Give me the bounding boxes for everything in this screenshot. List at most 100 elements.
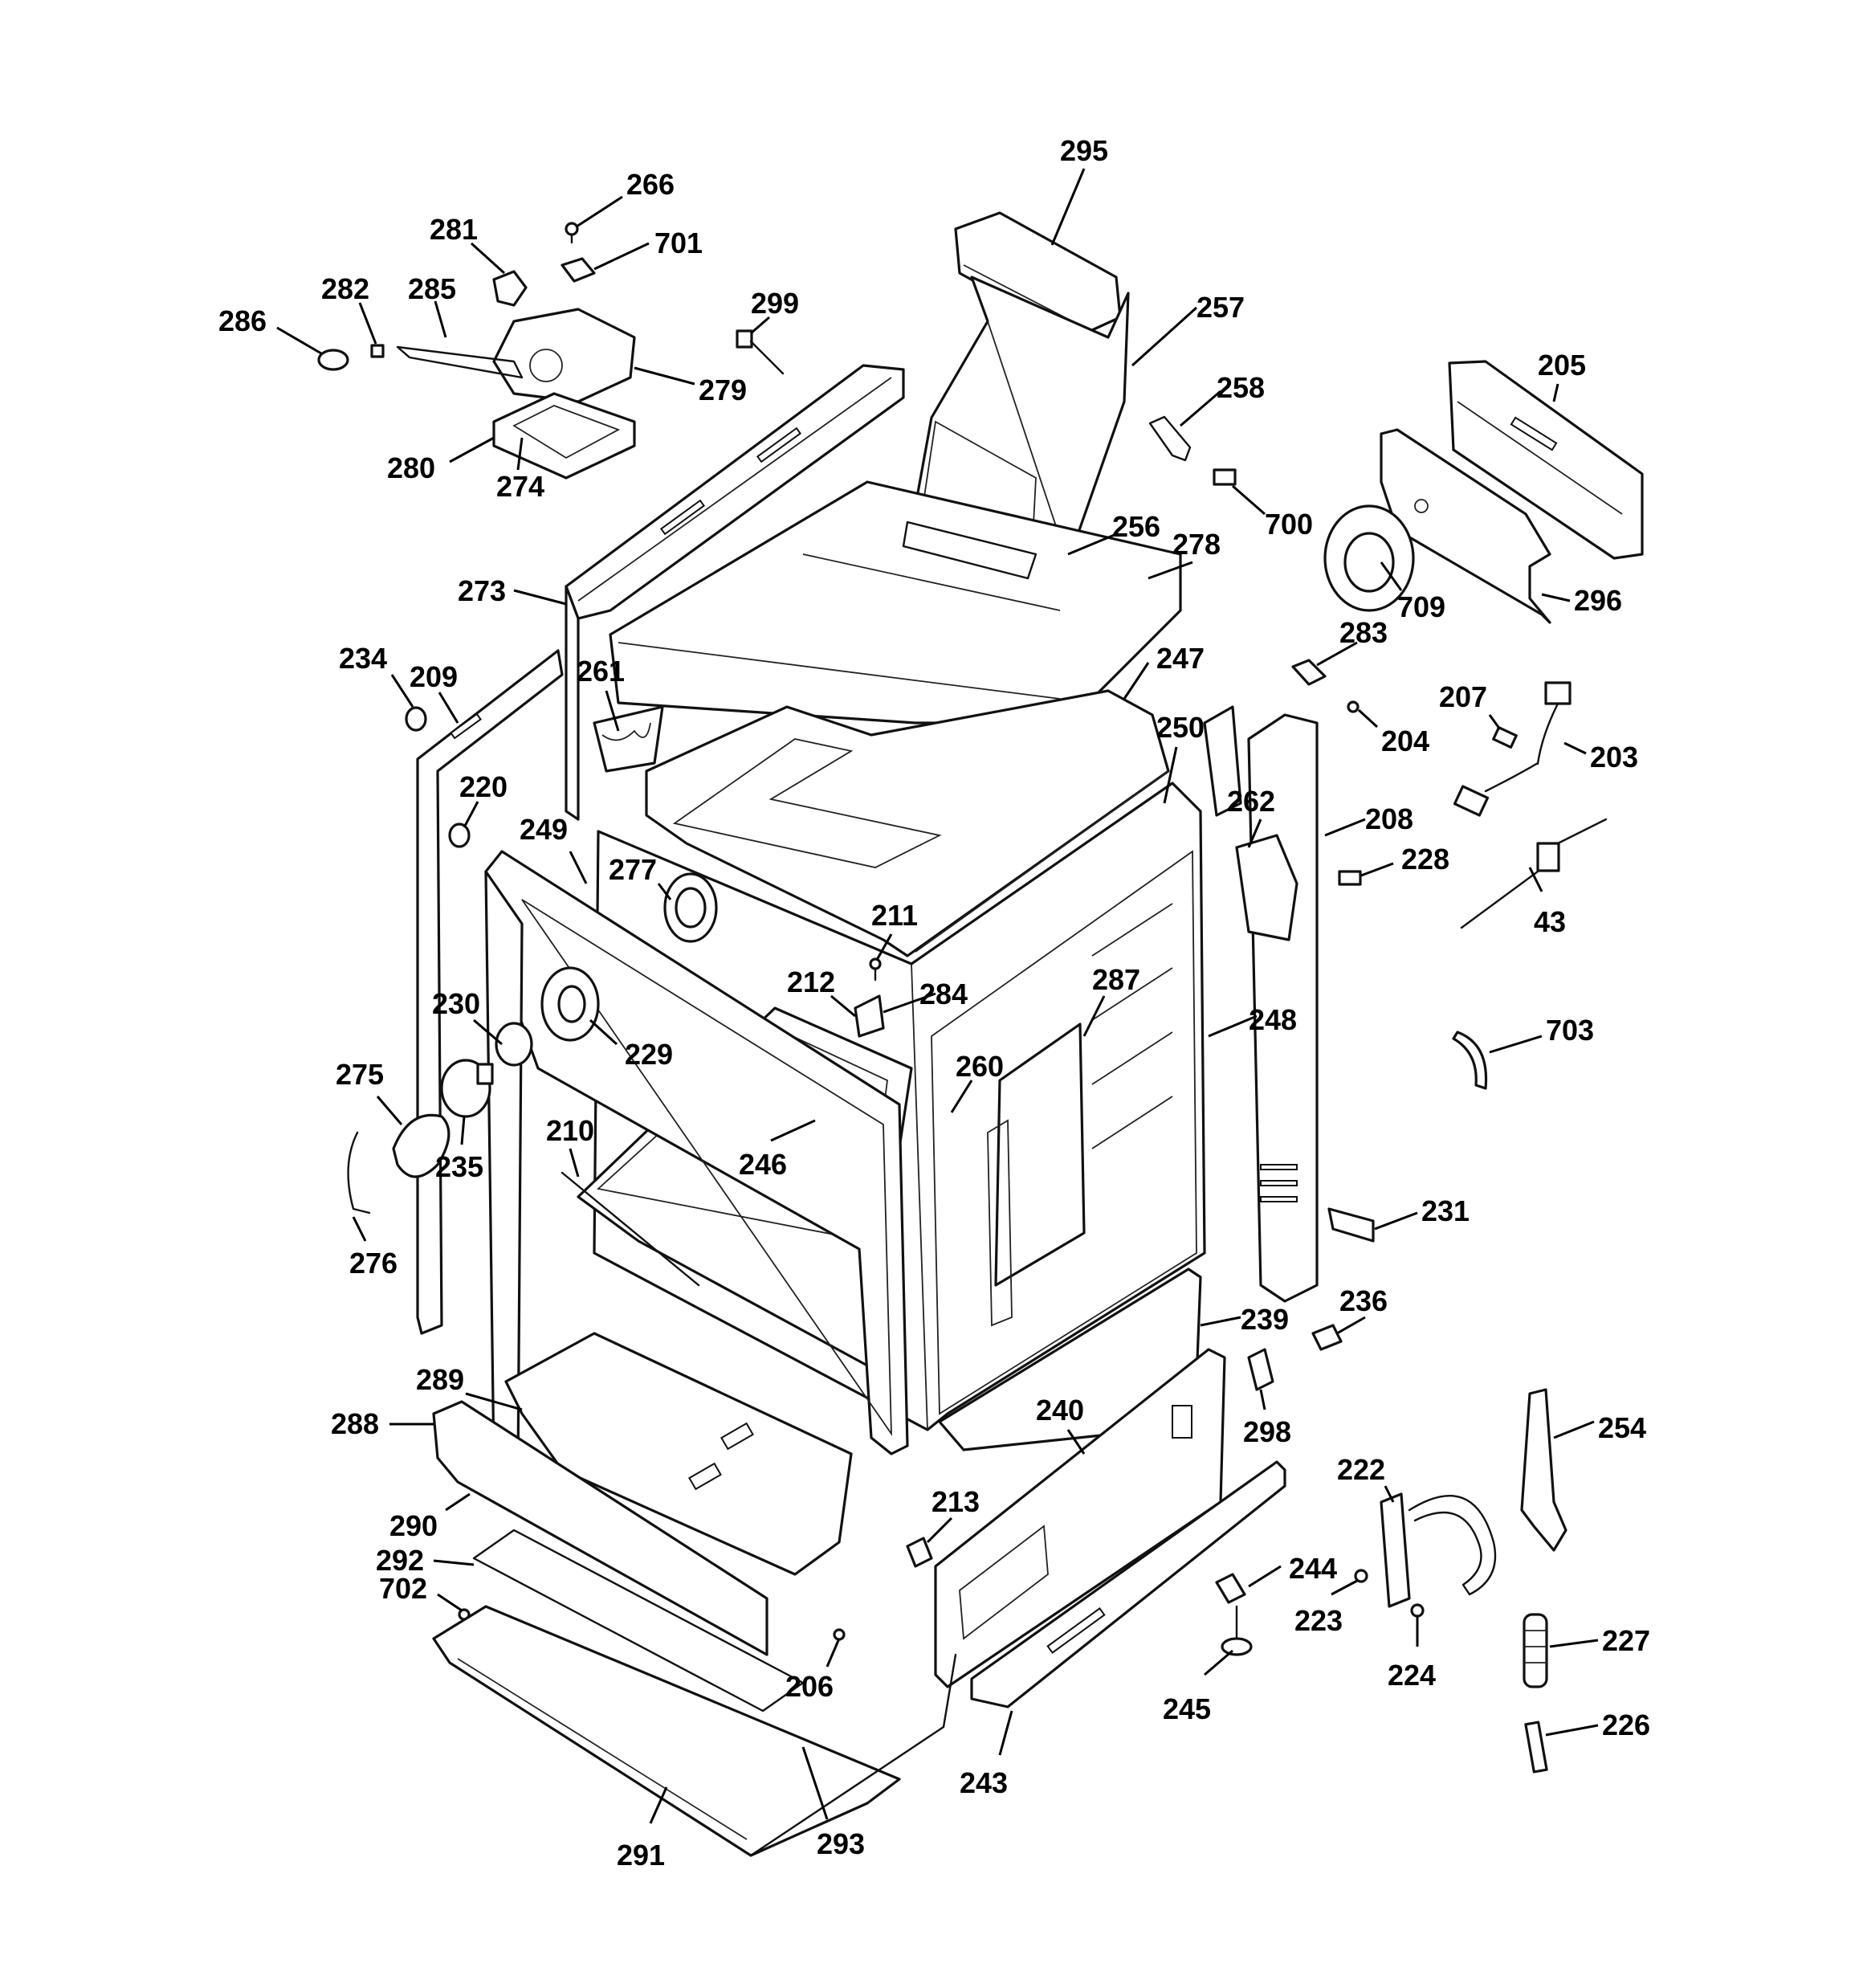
part-43-sensor-probe: [1460, 818, 1608, 929]
callout-213: 213: [932, 1485, 980, 1518]
leader-206: [826, 1638, 841, 1668]
callout-274: 274: [496, 470, 544, 503]
callout-207: 207: [1439, 680, 1487, 713]
part-244-clip: [1215, 1573, 1246, 1604]
callout-279: 279: [699, 374, 747, 406]
callout-248: 248: [1249, 1003, 1297, 1036]
callout-278: 278: [1172, 528, 1221, 561]
leader-260: [950, 1080, 973, 1113]
part-245-leveling-leg: [1221, 1605, 1253, 1656]
leader-244: [1248, 1565, 1282, 1588]
callout-289: 289: [416, 1363, 464, 1396]
callout-212: 212: [787, 965, 835, 998]
leader-273: [513, 589, 567, 606]
callout-239: 239: [1241, 1303, 1289, 1336]
leader-226: [1545, 1724, 1599, 1737]
leader-258: [1180, 390, 1221, 427]
leader-286: [276, 326, 322, 355]
callout-236: 236: [1339, 1284, 1388, 1317]
leader-703: [1489, 1035, 1543, 1054]
part-281-switch: [492, 270, 528, 307]
callout-296: 296: [1574, 584, 1622, 617]
leader-234: [390, 674, 414, 708]
part-209-side-trim: [416, 649, 564, 1335]
callout-290: 290: [389, 1509, 438, 1542]
leader-236: [1336, 1316, 1366, 1335]
part-235-bulb: [440, 1059, 494, 1118]
part-703-bracket: [1452, 1031, 1488, 1090]
callout-286: 286: [218, 304, 267, 337]
part-286-knob: [317, 349, 349, 371]
callout-277: 277: [609, 853, 657, 886]
leader-248: [1208, 1014, 1258, 1038]
part-276-wire-clip: [347, 1131, 371, 1214]
part-261-insulation: [593, 705, 664, 773]
part-280-latch-housing: [492, 392, 636, 480]
leader-701: [593, 242, 650, 271]
callout-249: 249: [520, 813, 568, 846]
part-224-screw: [1410, 1603, 1425, 1618]
callout-234: 234: [339, 642, 387, 675]
part-222-hinge: [1380, 1492, 1497, 1608]
part-283-clip: [1291, 659, 1327, 686]
part-250-bracket: [1203, 705, 1242, 817]
leader-287: [1082, 995, 1106, 1037]
part-700-clip: [1213, 468, 1237, 486]
callout-292: 292: [376, 1544, 424, 1577]
leader-257: [1131, 306, 1198, 367]
part-275-lens: [392, 1113, 450, 1178]
leader-256: [1067, 533, 1117, 556]
leader-231: [1374, 1211, 1418, 1231]
part-247-oven-top: [645, 689, 1170, 957]
leader-228: [1360, 862, 1394, 877]
part-223-screw: [1354, 1569, 1368, 1583]
callout-203: 203: [1590, 741, 1638, 774]
part-206-screw: [833, 1628, 846, 1641]
part-293-bottom-rail: [749, 1653, 957, 1857]
callout-223: 223: [1294, 1604, 1343, 1637]
callout-209: 209: [410, 660, 458, 693]
callout-285: 285: [408, 272, 456, 305]
callout-276: 276: [349, 1247, 397, 1280]
leader-281: [470, 242, 506, 275]
leader-227: [1549, 1639, 1599, 1648]
callout-231: 231: [1421, 1194, 1470, 1227]
callout-703: 703: [1546, 1014, 1594, 1047]
part-203-wire-harness: [1453, 681, 1572, 817]
part-256-gasket: [902, 520, 1037, 580]
part-230-socket: [495, 1022, 533, 1067]
leader-285: [434, 300, 447, 338]
part-227-spring: [1523, 1613, 1548, 1688]
leader-204: [1357, 708, 1379, 729]
callout-262: 262: [1227, 785, 1275, 818]
leader-292: [433, 1559, 475, 1566]
part-291-base-pan: [432, 1605, 901, 1857]
leader-249: [569, 851, 588, 884]
callout-261: 261: [577, 655, 625, 688]
callout-258: 258: [1217, 371, 1265, 404]
callout-247: 247: [1156, 642, 1205, 675]
callout-260: 260: [956, 1050, 1004, 1083]
part-284-bracket: [854, 994, 885, 1038]
part-234-clip: [405, 706, 427, 732]
leader-299: [750, 316, 770, 335]
leader-229: [589, 1018, 618, 1046]
leader-240: [1066, 1429, 1086, 1455]
leader-213: [926, 1517, 953, 1544]
part-273-cabinet-back: [565, 364, 905, 821]
callout-208: 208: [1365, 802, 1413, 835]
part-254-hinge-receiver: [1520, 1388, 1567, 1552]
leader-239: [1200, 1316, 1241, 1327]
part-709-flange: [1323, 504, 1415, 612]
leader-250: [1163, 746, 1178, 804]
part-279-latch-assembly: [396, 308, 636, 403]
callout-280: 280: [387, 451, 435, 484]
callout-254: 254: [1598, 1411, 1646, 1444]
leader-261: [605, 690, 620, 732]
part-278-top-insulation: [609, 480, 1182, 725]
callout-700: 700: [1265, 508, 1313, 541]
callout-245: 245: [1163, 1692, 1211, 1725]
part-266-screw: [565, 222, 579, 244]
leader-290: [445, 1492, 471, 1512]
callout-293: 293: [817, 1827, 865, 1860]
